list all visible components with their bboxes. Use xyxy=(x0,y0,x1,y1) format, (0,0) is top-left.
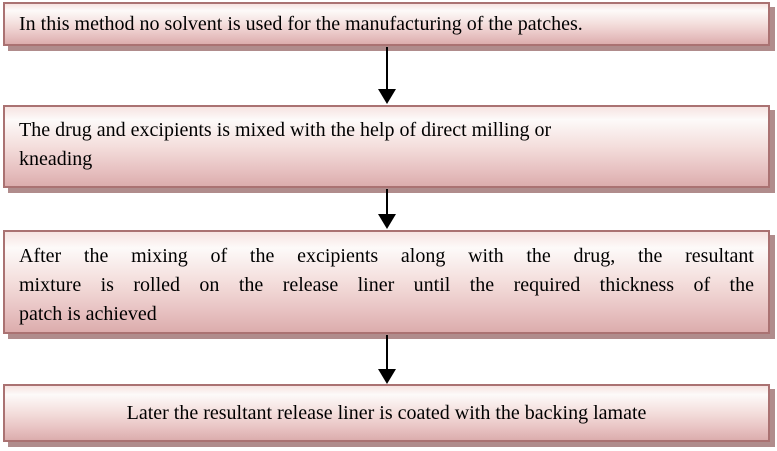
flowchart-step-1-text: In this method no solvent is used for th… xyxy=(19,13,583,35)
arrowhead-down-icon xyxy=(378,89,396,104)
arrowhead-down-icon xyxy=(378,369,396,384)
arrowhead-down-icon xyxy=(378,214,396,229)
flowchart-step-3-box: After the mixing of the excipients along… xyxy=(3,230,770,334)
arrow-shaft xyxy=(386,335,388,369)
flowchart-step-3-text: After the mixing of the excipients along… xyxy=(19,245,754,325)
connector-arrow-1 xyxy=(378,47,396,104)
flowchart-step-4-text: Later the resultant release liner is coa… xyxy=(126,401,647,424)
flowchart-step-4-box: Later the resultant release liner is coa… xyxy=(3,384,770,442)
flowchart-step-1-box: In this method no solvent is used for th… xyxy=(3,2,770,46)
flowchart-step-2-text: The drug and excipients is mixed with th… xyxy=(19,119,552,170)
flowchart-step-2-box: The drug and excipients is mixed with th… xyxy=(3,105,770,188)
arrow-shaft xyxy=(386,189,388,214)
arrow-shaft xyxy=(386,47,388,89)
connector-arrow-2 xyxy=(378,189,396,229)
connector-arrow-3 xyxy=(378,335,396,384)
